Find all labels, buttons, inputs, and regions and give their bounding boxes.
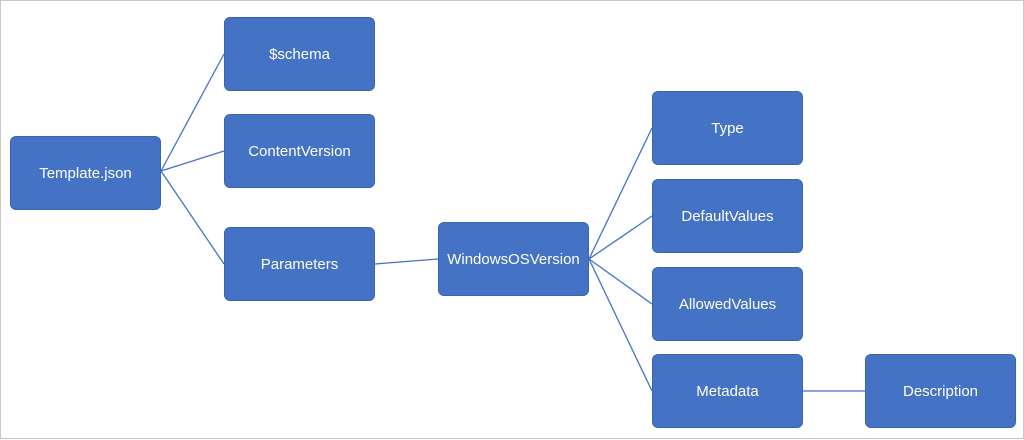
edge-windowsosversion-metadata — [588, 258, 653, 392]
node-label: Description — [902, 382, 979, 400]
edge-template-parameters — [160, 170, 225, 265]
node-metadata: Metadata — [652, 354, 803, 428]
node-label: Type — [711, 119, 744, 137]
node-template-json: Template.json — [10, 136, 161, 210]
edge-windowsosversion-defaultvalues — [588, 215, 653, 260]
node-parameters: Parameters — [224, 227, 375, 301]
node-label: ContentVersion — [248, 142, 351, 160]
node-label: AllowedValues — [678, 295, 777, 313]
edge-windowsosversion-allowedvalues — [588, 258, 653, 305]
edge-parameters-windowsosversion — [374, 258, 439, 265]
edge-windowsosversion-type — [588, 127, 653, 260]
node-allowed-values: AllowedValues — [652, 267, 803, 341]
node-description: Description — [865, 354, 1016, 428]
edge-template-schema — [160, 53, 225, 172]
edge-template-contentversion — [160, 150, 225, 172]
node-label: Template.json — [39, 164, 132, 182]
node-label: Metadata — [696, 382, 759, 400]
node-label: $schema — [269, 45, 330, 63]
node-label: Parameters — [260, 255, 339, 273]
node-content-version: ContentVersion — [224, 114, 375, 188]
node-default-values: DefaultValues — [652, 179, 803, 253]
node-label: DefaultValues — [681, 207, 774, 225]
node-schema: $schema — [224, 17, 375, 91]
node-windows-os-version: WindowsOSVersion — [438, 222, 589, 296]
node-type: Type — [652, 91, 803, 165]
node-label: WindowsOSVersion — [447, 250, 580, 268]
